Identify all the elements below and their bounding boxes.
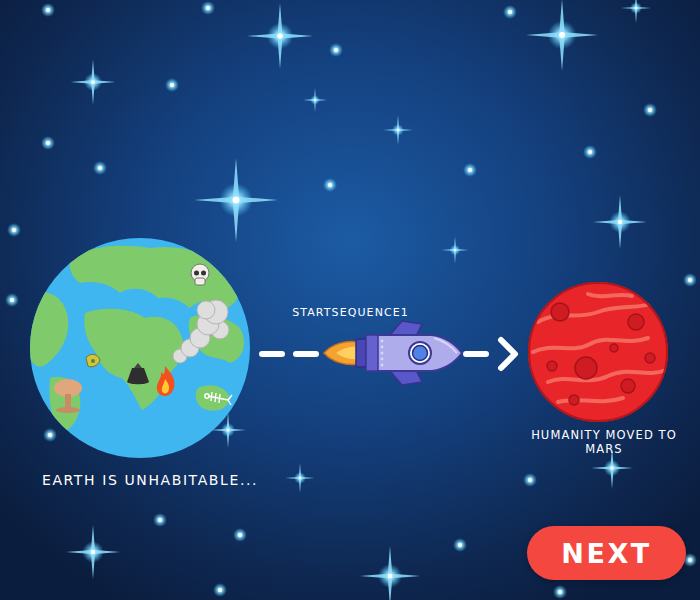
mars-swirls [533, 294, 666, 402]
mars-rim [529, 283, 667, 421]
button-label: NEXT [561, 538, 651, 569]
star-dot [683, 273, 697, 287]
rocket-illustration [322, 320, 464, 386]
star-dot [41, 136, 55, 150]
star-dot [41, 3, 55, 17]
next-button: NEXT [527, 526, 686, 580]
arrow-head [501, 340, 515, 368]
sparkle [526, 0, 598, 71]
sparkle [66, 525, 120, 579]
star-dot [583, 145, 597, 159]
rocket-flame [324, 341, 358, 364]
rocket-fin [390, 370, 422, 385]
skull-icon [191, 264, 209, 285]
rocket-body [366, 335, 462, 371]
star-dot [43, 428, 57, 442]
star-dot [233, 528, 247, 542]
edge-label: STARTSEQUENCE1 [292, 306, 409, 319]
planet-caption: HUMANITY MOVED TO MARS [524, 428, 684, 457]
star-dot [463, 163, 477, 177]
earth-art [30, 238, 250, 458]
mars-craters [547, 303, 655, 405]
earth-ocean [30, 238, 250, 458]
star-dot [213, 583, 227, 597]
rocket-rivets [381, 340, 384, 367]
planet-caption: EARTH IS UNHABITABLE... [42, 472, 258, 488]
sparkle [71, 60, 116, 105]
mars-surface [528, 282, 668, 422]
rocket-nozzle [356, 339, 366, 367]
trash-bag-icon [127, 363, 149, 384]
rocket-window [413, 346, 428, 361]
star-dot [453, 538, 467, 552]
smoke-cloud [173, 300, 229, 363]
mushroom-cloud-icon [54, 379, 82, 413]
rocket-band [366, 335, 378, 371]
star-dot [643, 103, 657, 117]
sparkle [194, 158, 278, 242]
star-dot [523, 473, 537, 487]
sparkle [442, 237, 469, 264]
sparkle [303, 88, 327, 112]
earth-continents [30, 246, 244, 434]
sparkle [621, 0, 651, 23]
star-dot [201, 1, 215, 15]
sparkle [285, 463, 315, 493]
sparkle [247, 3, 313, 69]
star-dot [553, 585, 567, 599]
star-dot [5, 293, 19, 307]
sparkle [383, 115, 413, 145]
rocket-window-ring [409, 342, 431, 364]
star-dot [165, 78, 179, 92]
sparkle [593, 195, 647, 249]
mars-art [528, 282, 668, 422]
star-dot [7, 223, 21, 237]
star-dot [93, 161, 107, 175]
rocket-flame [336, 347, 358, 359]
rocket-fin [390, 321, 422, 336]
star-dot [329, 43, 343, 57]
hazard-icon [86, 354, 100, 366]
star-dot [503, 5, 517, 19]
fire-icon [157, 366, 175, 396]
star-dot [323, 178, 337, 192]
rocket-shine [434, 338, 457, 353]
fish-skeleton-icon [205, 392, 232, 405]
earth-planet: EARTH IS UNHABITABLE... [30, 238, 250, 458]
mars-planet: HUMANITY MOVED TO MARS [528, 282, 668, 422]
star-dot [153, 513, 167, 527]
sparkle [360, 546, 420, 600]
